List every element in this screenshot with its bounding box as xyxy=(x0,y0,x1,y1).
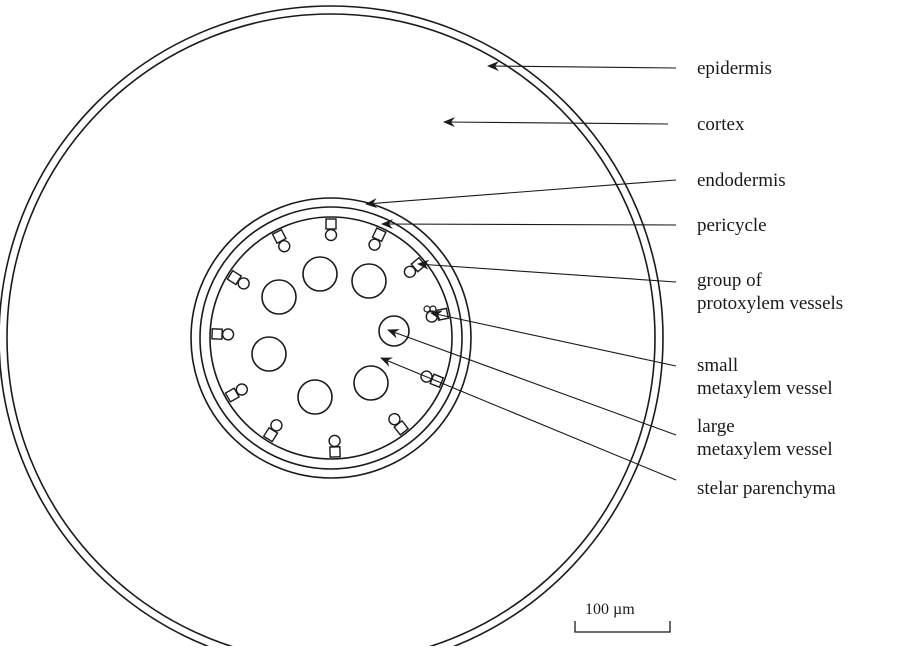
large-metaxylem-vessel xyxy=(298,380,332,414)
protoxylem-group xyxy=(212,328,234,340)
label-endodermis: endodermis xyxy=(697,170,786,191)
label-small-metaxylem-line2: metaxylem vessel xyxy=(697,378,833,399)
epidermis-arrow xyxy=(488,66,676,68)
small-metaxylem-vessel xyxy=(379,316,409,346)
scale-bar-label: 100 µm xyxy=(585,601,635,619)
protoxylem-arrow xyxy=(418,264,676,282)
epidermis-layer xyxy=(0,6,663,646)
label-cortex: cortex xyxy=(697,114,744,135)
protoxylem-group xyxy=(387,411,409,435)
label-small-metaxylem-line1: small xyxy=(697,355,738,376)
protoxylem-group xyxy=(326,219,337,241)
protoxylem-groups xyxy=(212,219,449,457)
pericycle-arrow xyxy=(382,224,676,225)
large-metaxylem-vessel xyxy=(252,337,286,371)
small-metaxylem-arrow xyxy=(431,313,676,366)
label-protoxylem-line1: group of xyxy=(697,270,762,291)
large-metaxylem-vessel xyxy=(352,264,386,298)
scale-bar xyxy=(575,621,670,632)
label-epidermis: epidermis xyxy=(697,58,772,79)
protoxylem-group xyxy=(263,418,284,442)
metaxylem-vessels xyxy=(252,257,409,414)
label-large-metaxylem-line1: large xyxy=(697,416,735,437)
cortex-arrow xyxy=(444,122,668,124)
protoxylem-group xyxy=(225,382,249,402)
protoxylem-group xyxy=(367,228,386,252)
label-stelar-parenchyma: stelar parenchyma xyxy=(697,478,836,499)
label-protoxylem-line2: protoxylem vessels xyxy=(697,293,843,314)
pericycle-layer xyxy=(210,217,452,459)
large-metaxylem-vessel xyxy=(354,366,388,400)
label-pericycle: pericycle xyxy=(697,215,767,236)
protoxylem-group xyxy=(227,270,251,291)
protoxylem-group xyxy=(329,435,341,457)
protoxylem-group xyxy=(402,257,426,279)
large-metaxylem-vessel xyxy=(303,257,337,291)
large-metaxylem-vessel xyxy=(262,280,296,314)
label-large-metaxylem-line2: metaxylem vessel xyxy=(697,439,833,460)
protoxylem-group xyxy=(272,229,292,253)
